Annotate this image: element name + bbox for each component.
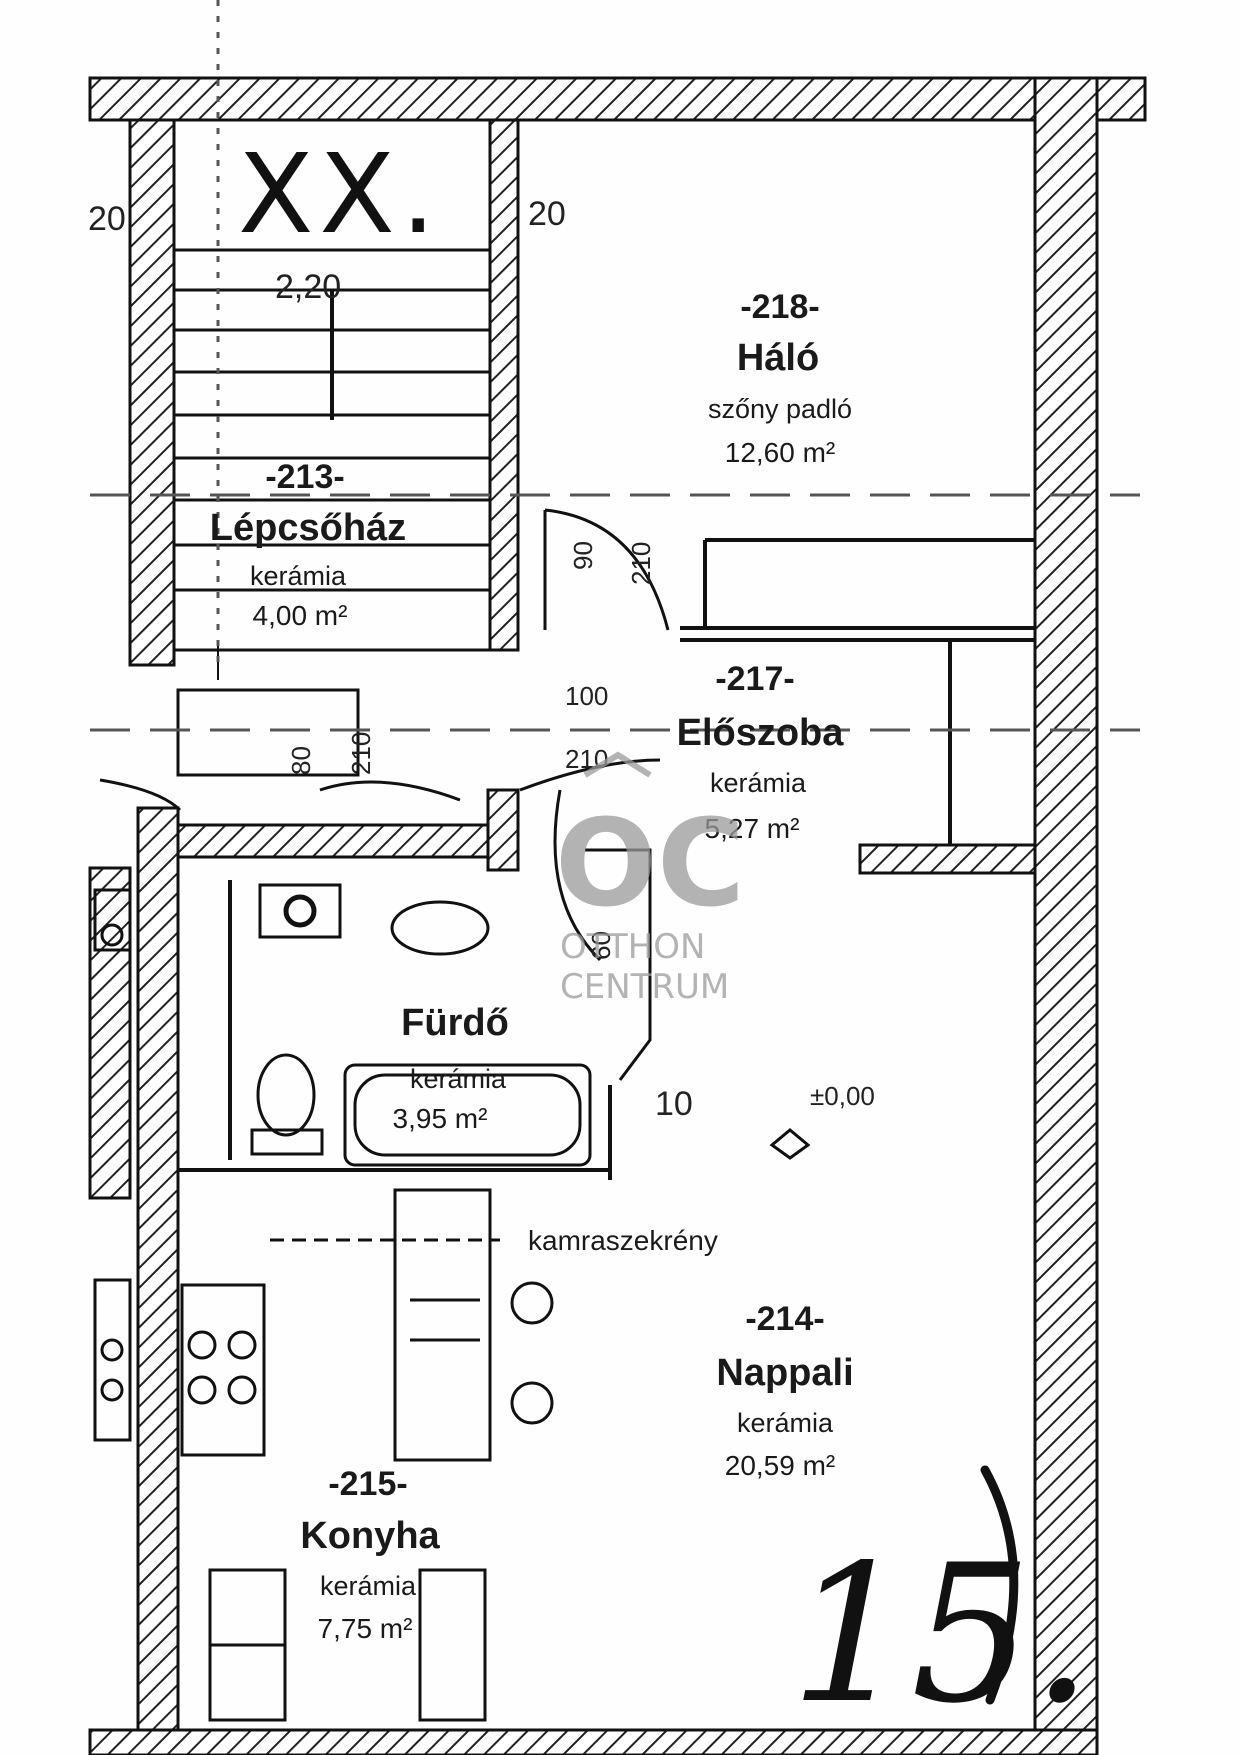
unit-number: 15. (790, 1524, 1092, 1745)
wall-left-edge (88, 866, 132, 1200)
kitchen-fixtures (180, 1188, 554, 1722)
room-konyha-finish: kerámia (320, 1571, 417, 1601)
room-eloszoba-name: Előszoba (677, 712, 845, 754)
partitions (178, 538, 1035, 1180)
stair-mark: XX. (238, 130, 442, 258)
room-nappali-name: Nappali (716, 1352, 853, 1394)
wall-hall-stub (858, 843, 1037, 875)
room-lepcsohaz: -213- Lépcsőház kerámia 4,00 m² (210, 458, 406, 631)
room-lepcsohaz-number: -213- (265, 458, 344, 496)
wall-bath-top (176, 823, 500, 859)
watermark-line1: OTTHON (560, 927, 705, 967)
sink (390, 900, 490, 956)
dim-door-210c: 210 (346, 732, 376, 775)
dim-door-90: 90 (568, 541, 598, 570)
dim-wall-10: 10 (655, 1085, 693, 1123)
room-eloszoba-area: 5,27 m² (705, 813, 800, 844)
dim-stair-width: 2,20 (275, 268, 341, 306)
room-halo-finish: szőny padló (708, 394, 852, 424)
room-furdo: Fürdő kerámia 3,95 m² (393, 1002, 509, 1134)
room-nappali-number: -214- (745, 1300, 824, 1338)
stair-flight (172, 248, 492, 680)
unit-number-handwritten: 15. (790, 1465, 1092, 1745)
level-mark: ±0,00 (810, 1081, 875, 1111)
room-konyha-name: Konyha (300, 1515, 440, 1557)
room-konyha-number: -215- (328, 1465, 407, 1503)
bathroom-fixtures (250, 883, 592, 1167)
kitchen-counter (180, 1283, 266, 1457)
dimension-labels: 2,20 20 20 90 210 100 210 80 210 60 10 ±… (88, 195, 875, 1160)
room-eloszoba-number: -217- (715, 660, 794, 698)
dim-stair-head-left: 20 (88, 200, 126, 238)
room-furdo-area: 3,95 m² (393, 1103, 488, 1134)
wall-top (88, 76, 1147, 122)
room-halo: -218- Háló szőny padló 12,60 m² (708, 288, 852, 468)
wall-stair-left (128, 118, 176, 667)
watermark-logo: OC (555, 795, 745, 934)
left-edge-details (93, 888, 132, 1442)
bathtub (343, 1063, 592, 1167)
room-halo-area: 12,60 m² (725, 437, 836, 468)
room-halo-name: Háló (737, 337, 819, 379)
wall-right-outer (1033, 76, 1099, 1752)
walls (88, 76, 1147, 1755)
room-nappali: -214- Nappali kerámia 20,59 m² (716, 1300, 853, 1481)
dim-door-100: 100 (565, 681, 608, 711)
room-lepcsohaz-name: Lépcsőház (210, 507, 406, 549)
room-konyha: -215- Konyha kerámia 7,75 m² (300, 1465, 440, 1644)
room-furdo-finish: kerámia (410, 1064, 507, 1094)
toilet-bowl (256, 1053, 316, 1137)
wall-bath-right (486, 788, 520, 872)
watermark-line2: CENTRUM (560, 967, 729, 1007)
dim-stair-head-right: 20 (528, 195, 566, 233)
room-furdo-name: Fürdő (401, 1002, 509, 1044)
washbasin (258, 883, 342, 939)
room-nappali-area: 20,59 m² (725, 1450, 836, 1481)
room-konyha-area: 7,75 m² (318, 1613, 413, 1644)
room-nappali-finish: kerámia (737, 1408, 834, 1438)
room-lepcsohaz-area: 4,00 m² (253, 600, 348, 631)
room-eloszoba: -217- Előszoba kerámia 5,27 m² (677, 660, 845, 844)
pantry-label: kamraszekrény (528, 1225, 718, 1256)
room-lepcsohaz-finish: kerámia (250, 561, 347, 591)
dim-door-210b: 210 (565, 744, 608, 774)
room-eloszoba-finish: kerámia (710, 768, 807, 798)
wall-stair-right (488, 118, 520, 652)
room-halo-number: -218- (740, 288, 819, 326)
wall-left-lower (136, 806, 180, 1752)
dim-door-80: 80 (286, 746, 316, 775)
watermark: OC OTTHON CENTRUM (555, 751, 745, 1007)
section-lines (90, 0, 1140, 732)
dim-door-210a: 210 (626, 542, 656, 585)
dim-door-60: 60 (586, 931, 616, 960)
pantry-cabinet (393, 1188, 492, 1462)
wall-bottom (88, 1728, 1099, 1755)
